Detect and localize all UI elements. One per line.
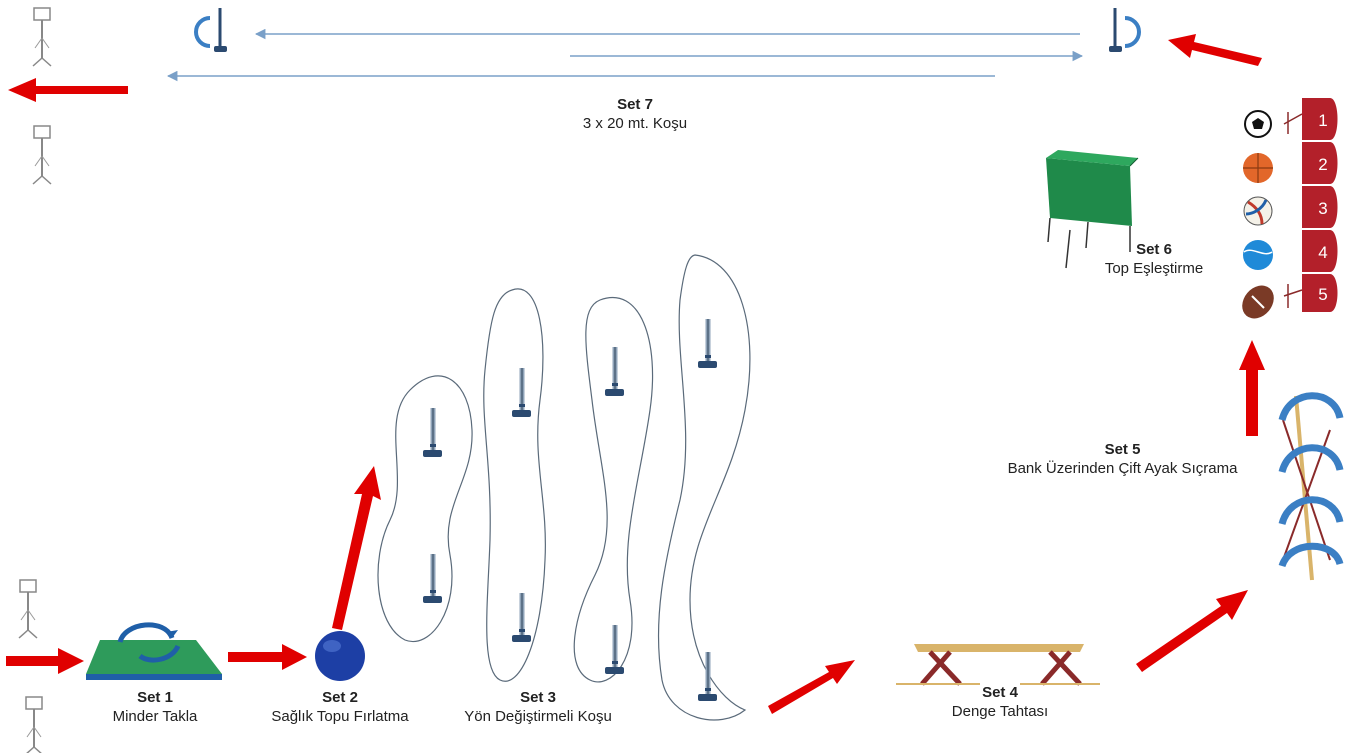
station-title: Set 6	[1136, 241, 1172, 258]
station-subtitle: Sağlık Topu Fırlatma	[271, 708, 409, 725]
basketball-icon	[1243, 153, 1273, 183]
station-title: Set 1	[137, 689, 173, 706]
card-number-5: 5	[1318, 285, 1327, 304]
volleyball-icon	[1243, 196, 1273, 226]
flow-arrow-exit	[8, 78, 128, 102]
soccer-ball-icon	[1244, 110, 1272, 138]
station-subtitle: Bank Üzerinden Çift Ayak Sıçrama	[1007, 460, 1238, 477]
cone-5	[605, 347, 624, 396]
card-number-4: 4	[1318, 243, 1327, 262]
zigzag-loop-2	[483, 288, 546, 682]
set6-ball-cart	[1046, 150, 1139, 269]
station-label-set6: Set 6 Top Eşleştirme	[1084, 240, 1224, 278]
set3-zigzag-course	[377, 254, 751, 721]
card-number-2: 2	[1318, 155, 1327, 174]
flow-arrow-set2-set3	[332, 466, 381, 630]
station-title: Set 7	[617, 96, 653, 113]
station-title: Set 5	[1104, 441, 1141, 458]
flow-arrow-set5-set6	[1239, 340, 1265, 436]
hurdle-bottom-2	[24, 696, 44, 753]
set6-number-cards: 1 2 3 4 5	[1283, 98, 1338, 312]
station-subtitle: Yön Değiştirmeli Koşu	[464, 708, 612, 725]
blue-ball-icon	[1243, 240, 1273, 270]
american-football-icon	[1242, 285, 1274, 319]
run-flag-right	[1107, 6, 1124, 54]
hurdle-top-1	[32, 7, 52, 67]
flow-arrow-set6-set7	[1168, 34, 1262, 66]
roll-icon	[117, 622, 175, 643]
station-subtitle: Minder Takla	[112, 708, 198, 725]
station-label-set5: Set 5 Bank Üzerinden Çift Ayak Sıçrama	[965, 440, 1280, 478]
station-subtitle: Denge Tahtası	[951, 703, 1049, 720]
station-label-set4: Set 4 Denge Tahtası	[940, 683, 1060, 721]
station-title: Set 4	[982, 684, 1018, 701]
jump-arrows-icon	[1278, 392, 1344, 568]
flow-arrow-start	[6, 648, 84, 674]
station-label-set1: Set 1 Minder Takla	[95, 688, 215, 726]
set4-balance-beam	[896, 644, 1100, 686]
card-number-3: 3	[1318, 199, 1327, 218]
set7-run-lane	[166, 6, 1141, 82]
zigzag-loop-1	[377, 375, 473, 643]
set2-medicine-ball	[315, 631, 365, 681]
rotate-left-icon	[194, 16, 211, 48]
station-label-set2: Set 2 Sağlık Topu Fırlatma	[245, 688, 435, 726]
cone-4	[512, 593, 531, 642]
set5-bench	[1278, 392, 1344, 581]
card-number-1: 1	[1318, 111, 1327, 130]
station-subtitle: 3 x 20 mt. Koşu	[582, 115, 688, 132]
set1-mat	[86, 622, 222, 680]
cone-1	[423, 408, 442, 457]
flow-arrow-set1-set2	[228, 644, 307, 670]
flow-arrow-set3-set4	[768, 660, 855, 714]
run-flag-left	[212, 6, 229, 54]
station-label-set7: Set 7 3 x 20 mt. Koşu	[555, 95, 715, 133]
cone-7	[698, 319, 717, 368]
cone-2	[423, 554, 442, 603]
station-title: Set 2	[322, 689, 358, 706]
flow-arrow-set4-set5	[1136, 590, 1248, 672]
cone-3	[512, 368, 531, 417]
set6-balls	[1242, 110, 1274, 319]
flow-arrows	[6, 34, 1265, 714]
zigzag-loop-4	[657, 254, 751, 721]
hurdle-bottom-1	[18, 579, 38, 639]
rotate-right-icon	[1124, 16, 1141, 48]
station-subtitle: Top Eşleştirme	[1104, 260, 1204, 277]
zigzag-loop-3	[573, 297, 654, 683]
station-title: Set 3	[520, 689, 556, 706]
hurdle-top-2	[32, 125, 52, 185]
station-label-set3: Set 3 Yön Değiştirmeli Koşu	[438, 688, 638, 726]
